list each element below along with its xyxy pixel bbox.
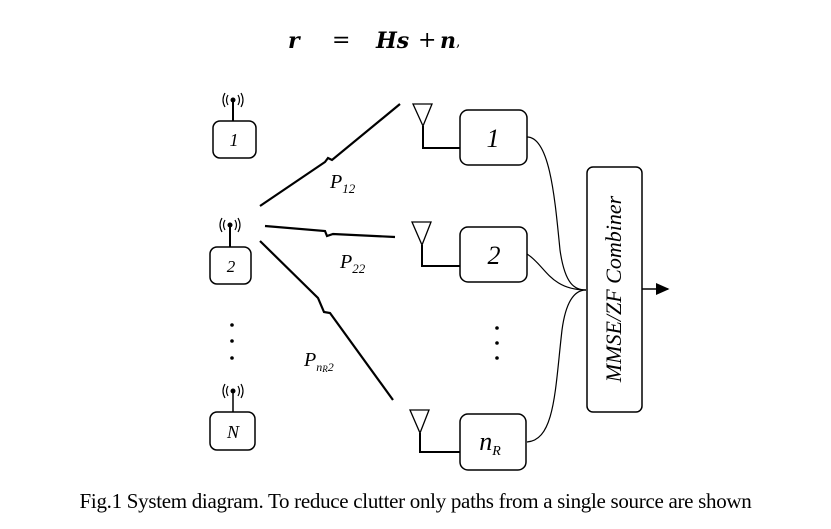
source-antenna-icon — [222, 92, 244, 121]
receiver-2: 2 — [411, 221, 528, 283]
path-label: P12 — [329, 171, 356, 196]
path-label: PnR2 — [303, 349, 334, 374]
eq-rhs-a: Hs — [376, 28, 410, 54]
receive-antenna-icon — [411, 103, 433, 128]
receiver-box — [459, 413, 527, 471]
receiver-label: nR — [479, 427, 501, 459]
figure-caption: Fig.1 System diagram. To reduce clutter … — [79, 489, 752, 513]
eq-rhs-b: n — [440, 28, 456, 54]
source-antenna-icon — [222, 383, 244, 412]
path-label: P22 — [339, 251, 366, 276]
path-pnr2: PnR2 — [259, 240, 394, 401]
source-label: 2 — [227, 257, 236, 276]
source-2: 2 — [209, 217, 252, 285]
path-p22: P22 — [264, 224, 396, 276]
system-equation: r = Hs + n , — [0, 28, 831, 68]
receive-antenna-icon — [411, 221, 432, 247]
path-p12: P12 — [259, 103, 401, 207]
source-label: N — [226, 422, 240, 442]
receiver-label: 2 — [488, 241, 501, 270]
eq-comma: , — [456, 34, 461, 50]
source-box — [212, 120, 257, 159]
receiver-label: 1 — [487, 124, 500, 153]
source-n: N — [209, 383, 256, 451]
source-box — [209, 411, 256, 451]
source-1: 1 — [212, 92, 257, 159]
source-ellipsis — [230, 323, 234, 360]
source-box — [209, 246, 252, 285]
mmse-zf-combiner: MMSE/ZF Combiner — [586, 166, 643, 413]
combiner-label: MMSE/ZF Combiner — [601, 195, 626, 383]
source-label: 1 — [230, 130, 239, 150]
receiver-nr: nR — [409, 409, 527, 471]
eq-lhs: r — [288, 28, 300, 54]
source-antenna-icon — [219, 217, 241, 247]
eq-equals: = — [332, 28, 351, 53]
combiner-connectors — [526, 136, 587, 443]
receiver-ellipsis — [495, 326, 499, 360]
receive-antenna-icon — [409, 409, 430, 435]
receiver-1: 1 — [411, 103, 528, 166]
eq-plus: + — [418, 28, 437, 53]
